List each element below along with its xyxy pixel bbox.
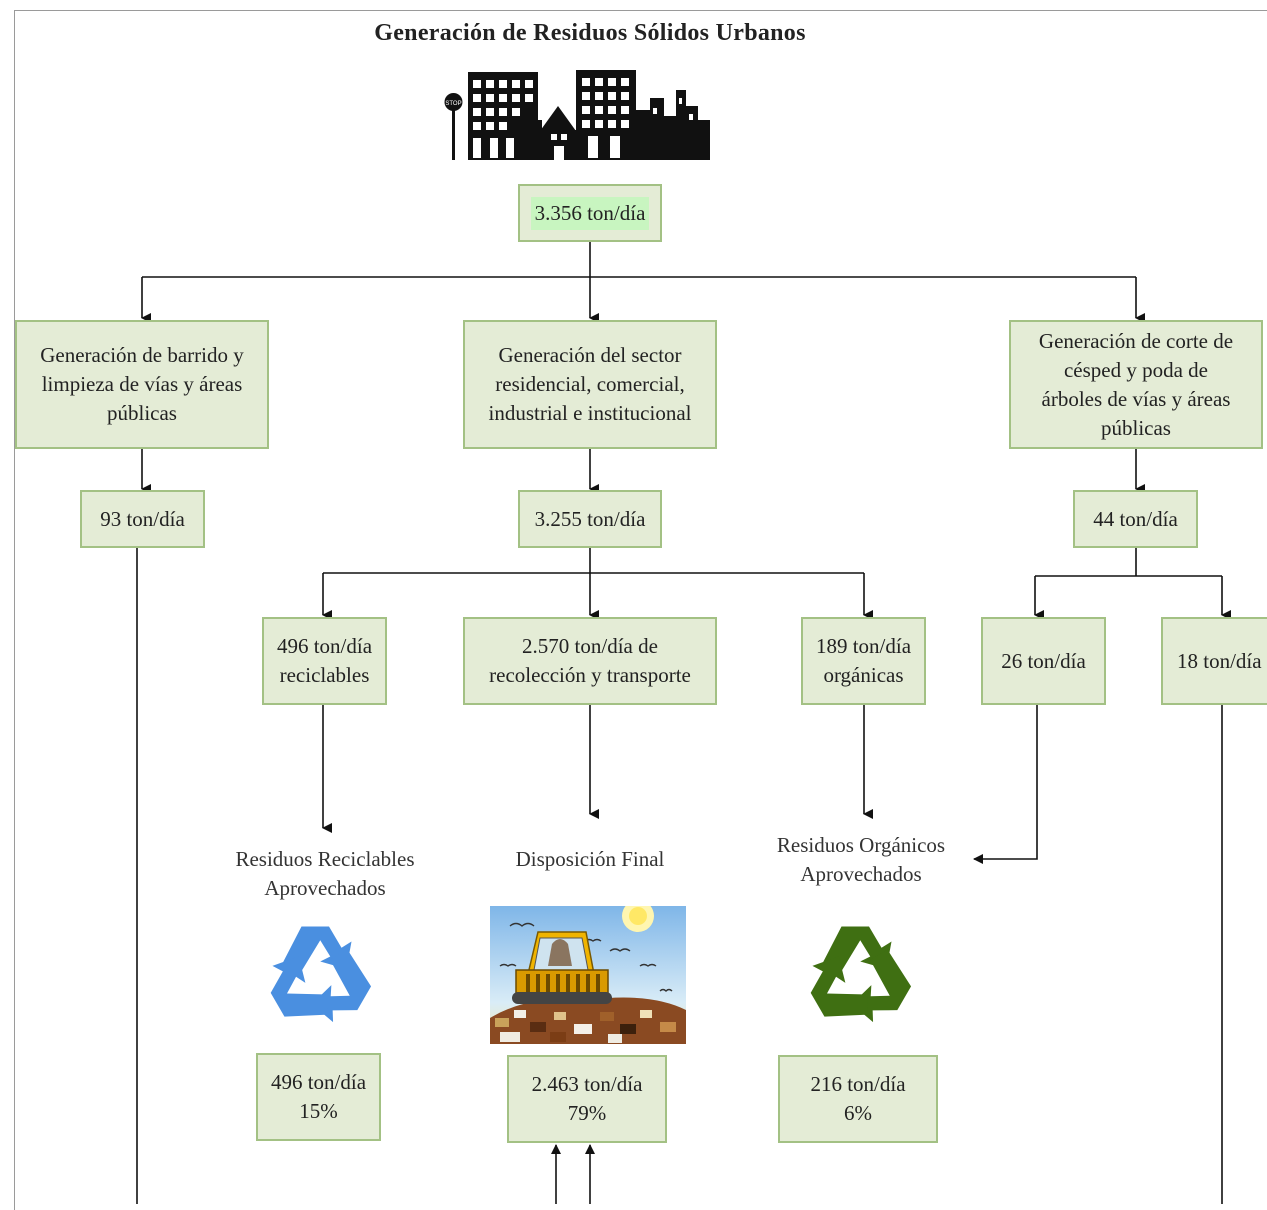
- recycle-blue-arrows: [270, 926, 372, 1023]
- diagram-title: Generación de Residuos Sólidos Urbanos: [374, 20, 806, 46]
- total-generation-box: 3.356 ton/día: [518, 184, 662, 242]
- disposicion-destination-label: Disposición Final: [515, 847, 665, 871]
- svg-text:STOP: STOP: [445, 101, 461, 107]
- disposicion-result-box: 2.463 ton/día 79%: [507, 1055, 667, 1143]
- recycle-icon: [270, 926, 372, 1023]
- source-sector-box: Generación del sector residencial, comer…: [463, 320, 717, 449]
- poda-b-flow-box: 18 ton/día: [1161, 617, 1267, 705]
- total-generation-value: 3.356 ton/día: [530, 196, 650, 230]
- city-skyline-icon: STOP: [444, 70, 710, 160]
- reciclables-destination-label: Residuos Reciclables Aprovechados: [235, 847, 415, 900]
- reciclables-result-box: 496 ton/día 15%: [256, 1053, 381, 1141]
- reciclables-flow-box: 496 ton/día reciclables: [262, 617, 387, 705]
- poda-a-flow-box: 26 ton/día: [981, 617, 1106, 705]
- barrido-value-box: 93 ton/día: [80, 490, 205, 548]
- organicos-result-box: 216 ton/día 6%: [778, 1055, 938, 1143]
- organicas-flow-box: 189 ton/día orgánicas: [801, 617, 926, 705]
- poda-b-flow-label: 18 ton/día: [1177, 648, 1262, 673]
- source-barrido-box: Generación de barrido y limpieza de vías…: [15, 320, 269, 449]
- organicos-destination-label: Residuos Orgánicos Aprovechados: [776, 833, 946, 886]
- recoleccion-flow-box: 2.570 ton/día de recolección y transport…: [463, 617, 717, 705]
- landfill-bulldozer-image: [490, 906, 686, 1044]
- poda-value-box: 44 ton/día: [1073, 490, 1198, 548]
- recycle-icon: [810, 926, 912, 1023]
- recycle-green-arrows: [810, 926, 912, 1023]
- source-poda-box: Generación de corte de césped y poda de …: [1009, 320, 1263, 449]
- sector-value-box: 3.255 ton/día: [518, 490, 662, 548]
- diagram-frame: [14, 10, 1267, 1210]
